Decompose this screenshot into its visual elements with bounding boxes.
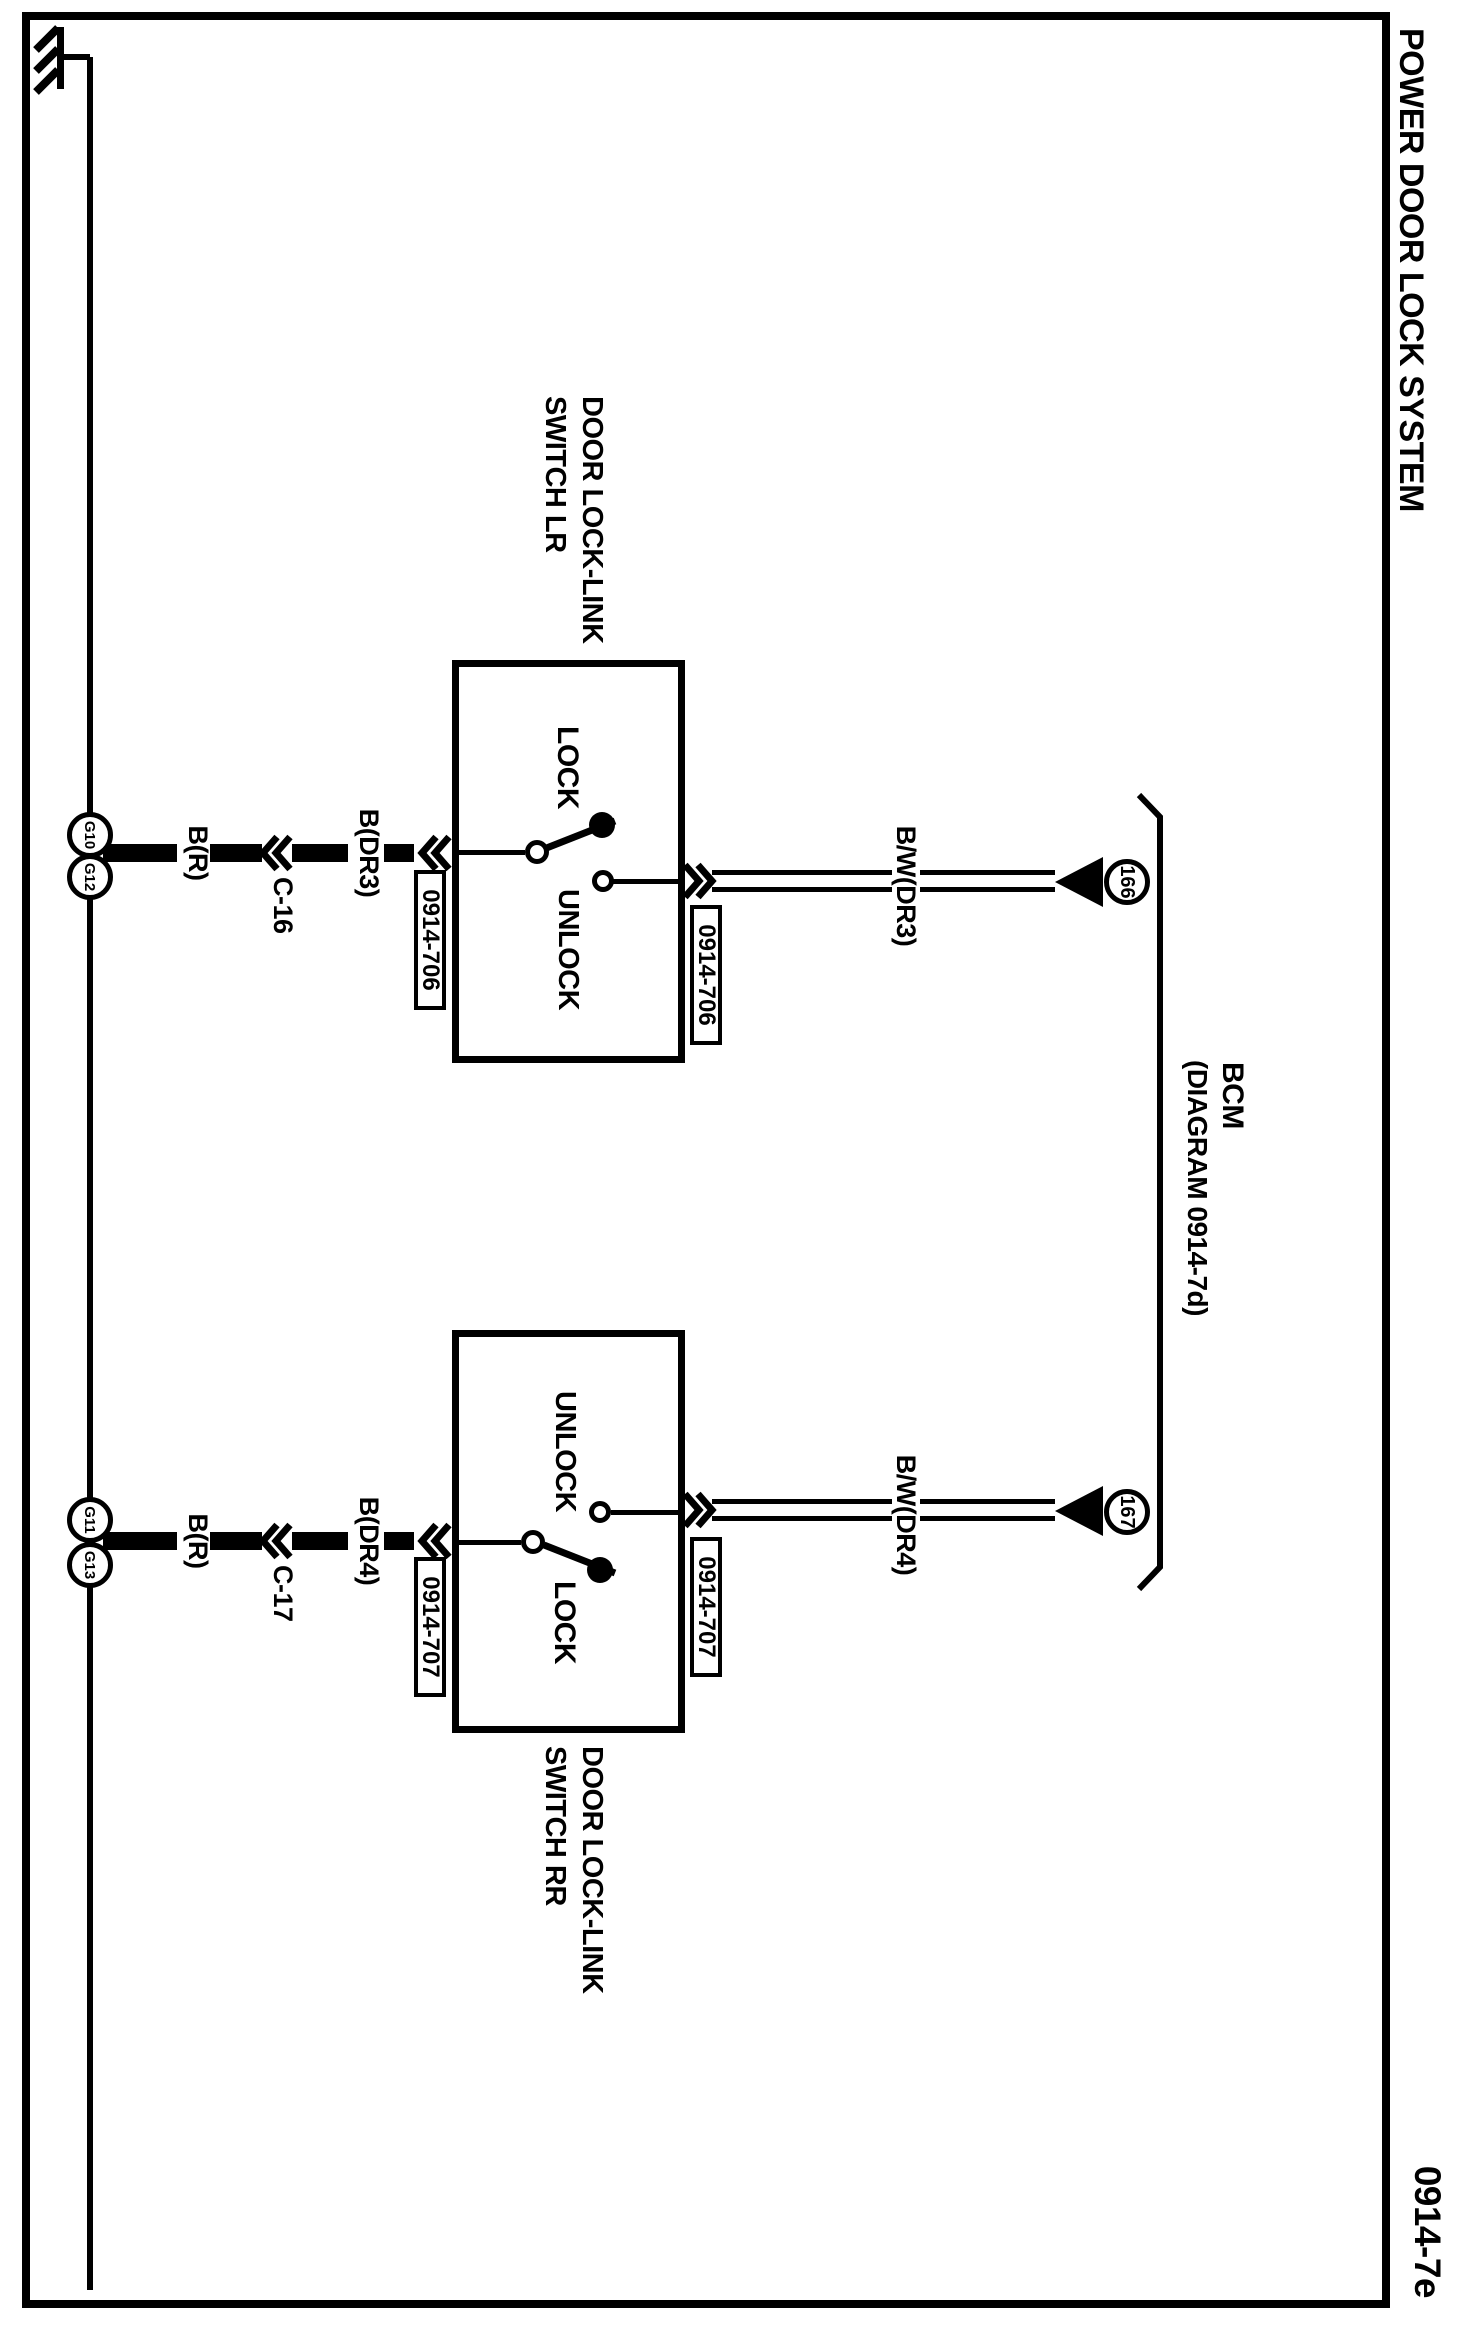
lr-lock-contact-dot [589,812,615,838]
rr-door-wire-label: B(DR4) [354,1496,384,1586]
rr-exit-connector-chevron-icon [682,1491,717,1529]
c16-connector-chevron-icon [258,834,293,872]
lr-top-connector-label: 0914-706 [690,905,722,1045]
lr-bottom-connector-label: 0914-706 [414,870,446,1010]
lr-exit-connector-chevron-icon [682,862,717,900]
bcm-diagram-ref: (DIAGRAM 0914-7d) [1182,1060,1213,1316]
rr-bcm-pin-circle: 167 [1104,1489,1150,1535]
rr-bottom-connector-label: 0914-707 [414,1557,446,1697]
lr-entry-connector-chevron-icon [417,834,452,872]
lr-common-contact [525,840,549,864]
bcm-name: BCM [1216,1062,1249,1129]
rr-switch-name-line2: SWITCH RR [539,1746,571,1906]
rr-bcm-arrow-icon [1055,1486,1103,1536]
ground-id-circle-g12: G12 [67,854,113,900]
lr-unlock-contact [592,870,614,892]
lr-switch-name-line1: DOOR LOCK-LINK [576,396,608,644]
ground-id-circle-g11: G11 [67,1497,113,1543]
rr-top-connector-label: 0914-707 [690,1537,722,1677]
rr-switch-name-line1: DOOR LOCK-LINK [576,1746,608,1994]
rr-common-contact [521,1530,545,1554]
lr-door-wire-label: B(DR3) [354,808,384,898]
c17-connector-chevron-icon [258,1522,293,1560]
lr-lock-label: LOCK [551,726,584,809]
rr-ground-wire-label: B(R) [183,1513,213,1569]
ground-hatch-icon [33,25,61,95]
lr-inline-connector-label: C-16 [268,877,298,934]
rr-entry-connector-chevron-icon [417,1522,452,1560]
rr-inline-connector-label: C-17 [268,1565,298,1622]
ground-id-circle-g13: G13 [67,1542,113,1588]
lr-signal-wire-label: B/W(DR3) [891,806,921,966]
lr-switch-name-line2: SWITCH LR [539,396,571,553]
rr-lock-label: LOCK [548,1581,581,1664]
rr-unlock-label: UNLOCK [549,1391,581,1513]
bcm-bracket [1136,792,1163,1592]
lr-unlock-label: UNLOCK [552,889,584,1011]
rr-lock-contact-dot [587,1557,613,1583]
ground-id-circle-g10: G10 [67,812,113,858]
lr-bcm-arrow-icon [1055,857,1103,907]
lr-bcm-pin-circle: 166 [1104,859,1150,905]
rr-unlock-contact [589,1501,611,1523]
rr-signal-wire-label: B/W(DR4) [891,1435,921,1595]
lr-ground-wire-label: B(R) [183,825,213,881]
